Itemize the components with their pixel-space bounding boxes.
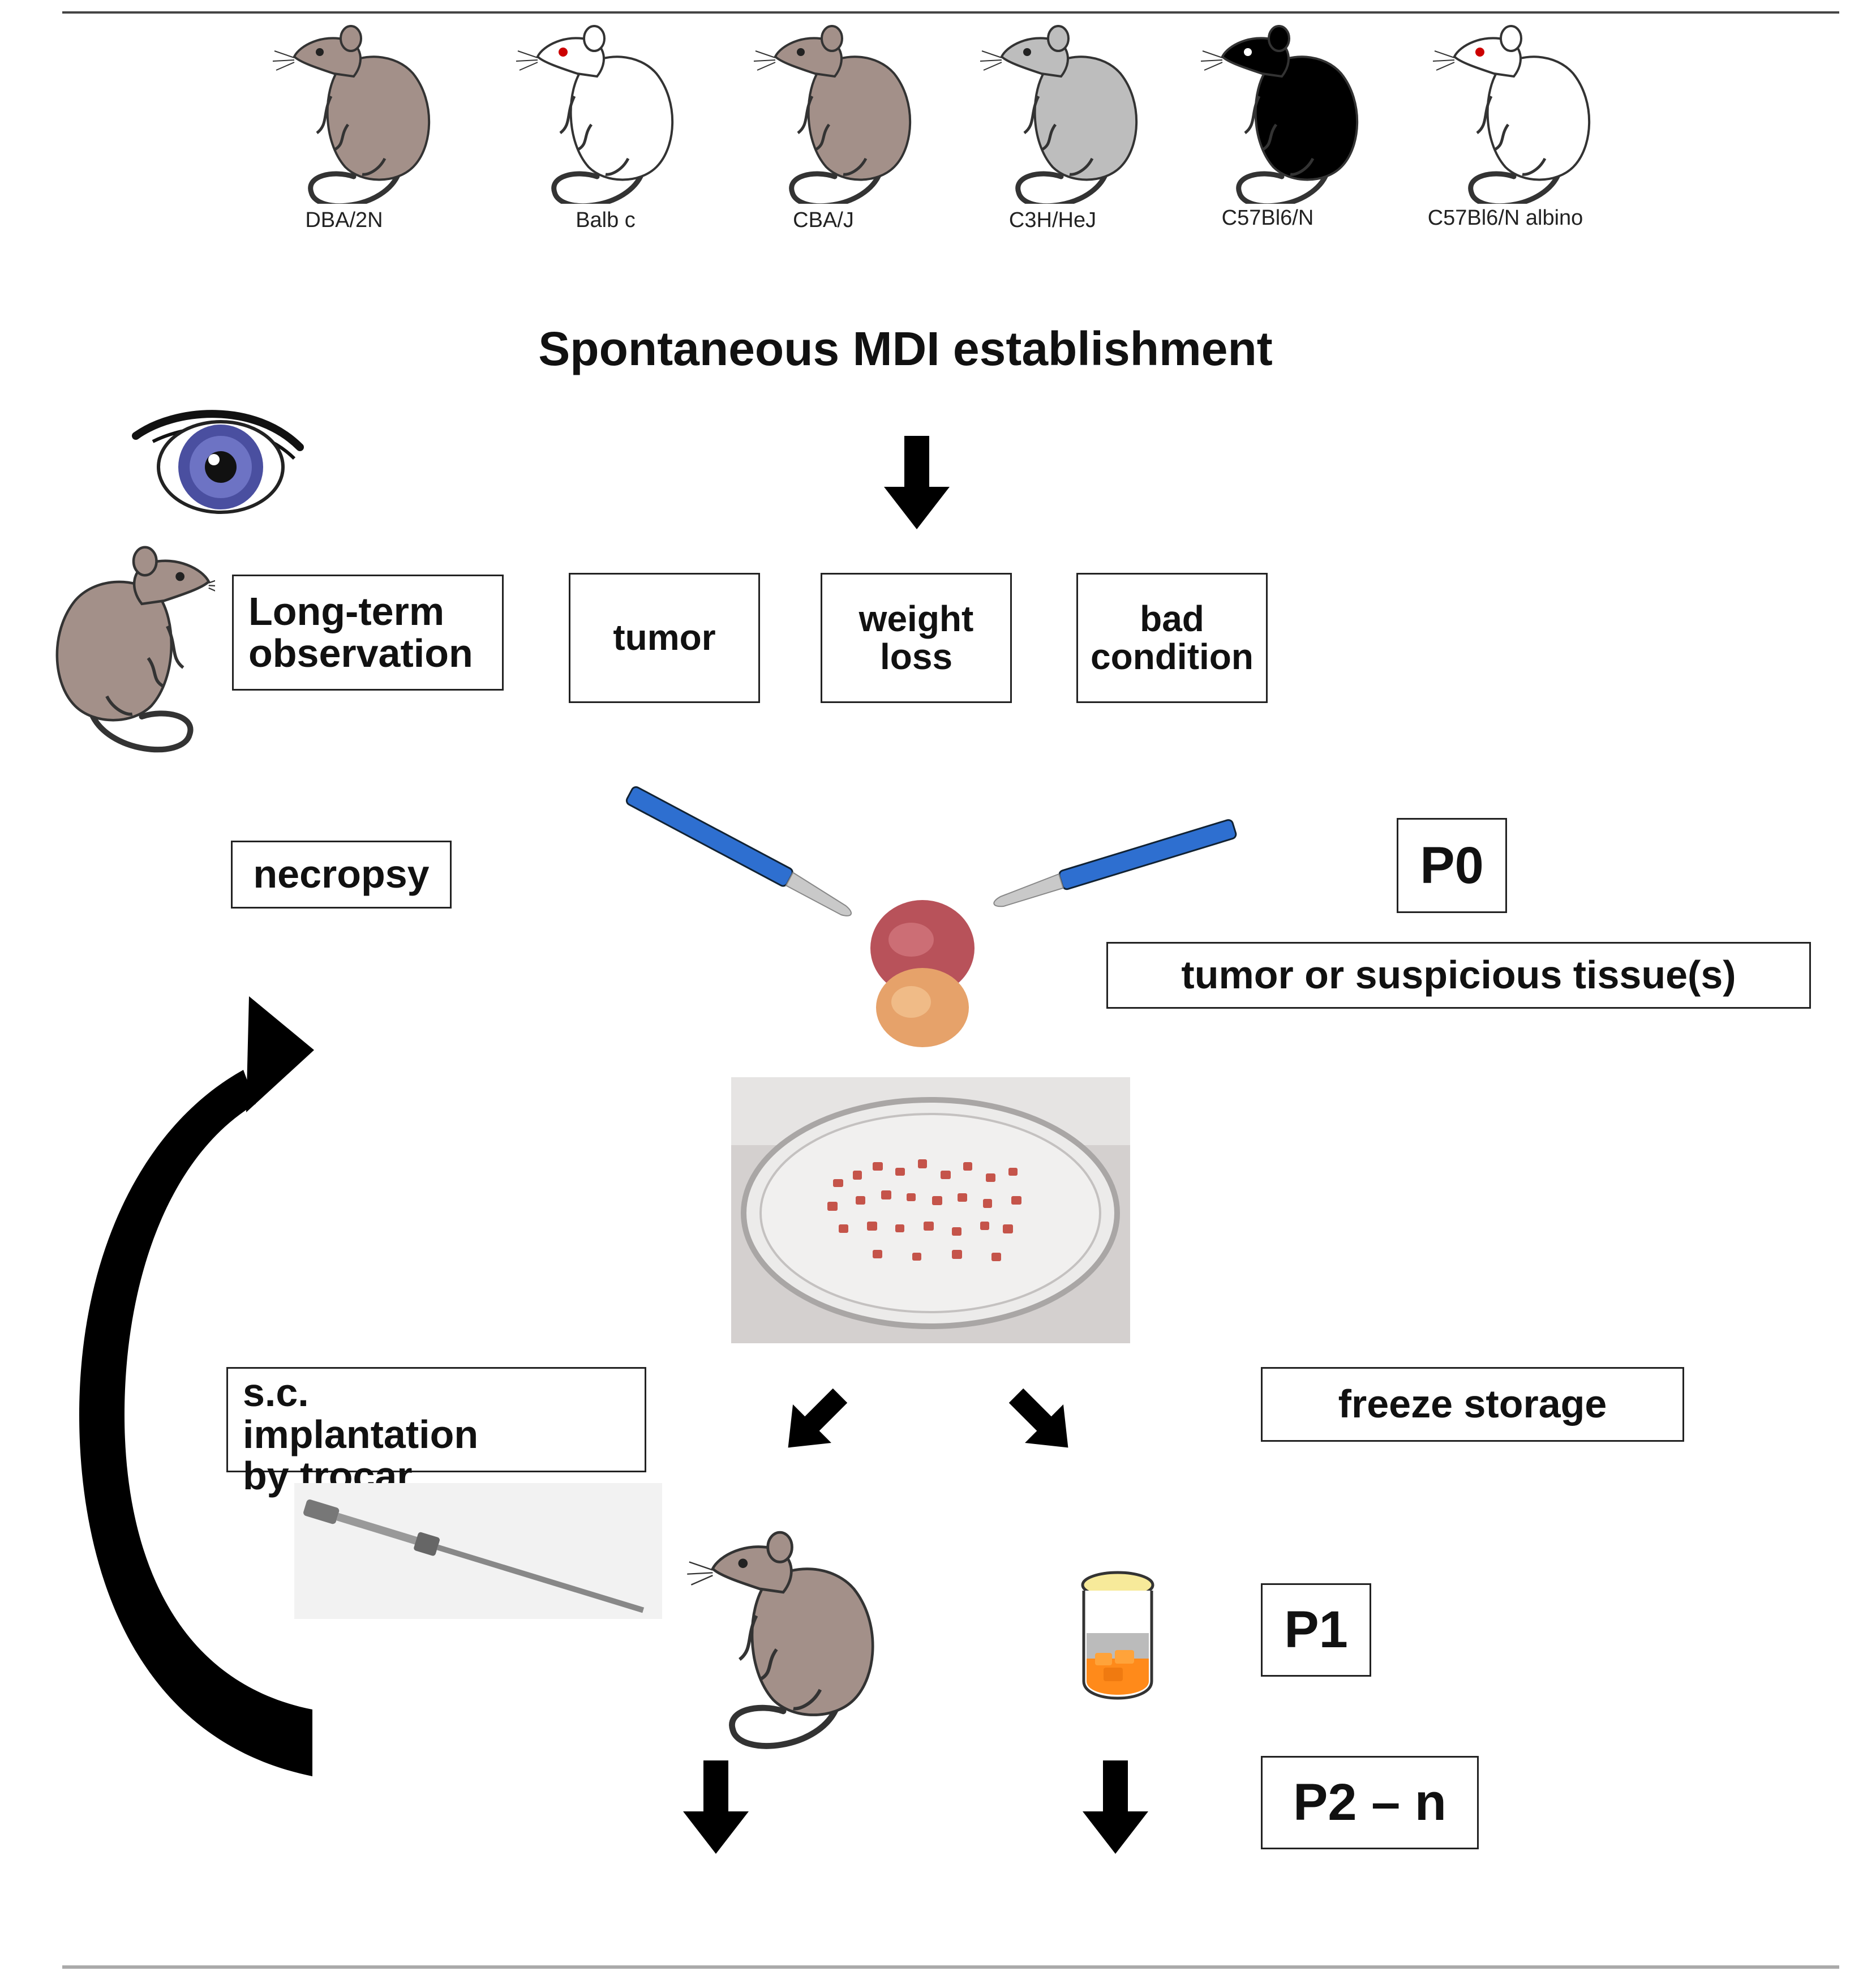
eye-icon [132,410,304,514]
box-tumor-or-suspicious-tissue: tumor or suspicious tissue(s) [1106,942,1811,1009]
box-p2-n: P2 – n [1261,1756,1479,1849]
strain-label-balbc: Balb c [576,208,636,232]
scalpel-icons [625,786,1237,916]
box-tumor: tumor [569,573,760,703]
recipient-mouse-icon [679,1523,894,1749]
arrow-down-right-icon [1008,1388,1068,1448]
box-p0: P0 [1397,818,1507,913]
box-weight-loss: weight loss [821,573,1012,703]
strain-label-dba: DBA/2N [305,208,383,232]
strain-label-c57bl6: C57Bl6/N [1221,206,1314,230]
down-arrow-left-icon [683,1760,749,1854]
mouse-icon-c57bl6 [1194,23,1364,204]
observation-mouse-icon [11,526,215,764]
mouse-icon-c57bl6-albino [1426,23,1596,204]
mouse-icon-c3h [973,23,1143,204]
return-arrow-icon [79,996,314,1776]
trocar-image [294,1483,662,1619]
box-bad-condition: bad condition [1076,573,1268,703]
strain-row: DBA/2N Balb c CBA/J C3H/HeJ C57Bl6/N C57… [0,0,1863,249]
arrow-down-left-icon [788,1388,848,1448]
petri-dish-image [731,1077,1130,1343]
box-necropsy: necropsy [231,841,452,909]
strain-label-cba: CBA/J [793,208,854,232]
down-arrow-right-icon [1083,1760,1148,1854]
strain-label-c57bl6-albino: C57Bl6/N albino [1427,206,1583,230]
box-p1: P1 [1261,1583,1371,1677]
bottom-rule [62,1965,1839,1969]
box-freeze-storage: freeze storage [1261,1367,1684,1442]
cryovial-icon [1081,1571,1154,1700]
down-arrow-icon [884,436,950,529]
tumor-image [870,900,975,1047]
mouse-icon-cba [747,23,917,204]
diagram-title: Spontaneous MDI establishment [538,322,1273,375]
mouse-icon-dba [266,23,436,204]
mouse-icon-balbc [509,23,679,204]
strain-label-c3h: C3H/HeJ [1008,208,1097,232]
box-long-term-observation: Long-term observation [232,575,504,691]
top-rule [62,11,1839,14]
